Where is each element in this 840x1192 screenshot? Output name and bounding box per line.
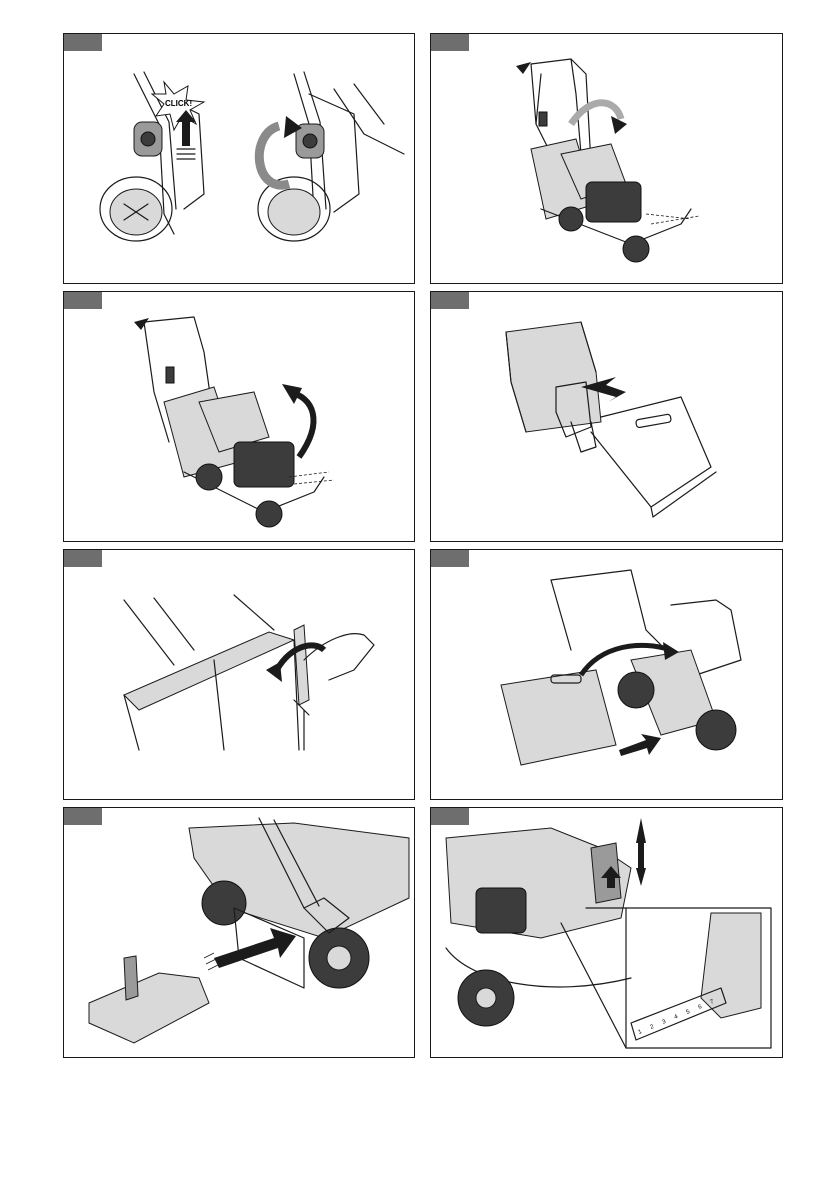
- step-panel-1: CLICK!: [63, 33, 415, 284]
- handle-lock-illustration: CLICK!: [64, 34, 415, 284]
- click-label: CLICK!: [165, 99, 192, 108]
- grass-bag-frame-illustration: [431, 292, 783, 542]
- attach-bag-illustration: [431, 550, 783, 800]
- push-arrow-icon: [619, 734, 661, 756]
- mulch-insert-illustration: [64, 808, 415, 1058]
- step-panel-3: [63, 291, 415, 542]
- insert-arrow-icon: [214, 928, 296, 968]
- scale-mark-4: 4: [674, 1014, 680, 1021]
- handle-raise-illustration: [64, 292, 415, 542]
- curve-arrow-icon: [516, 62, 531, 74]
- scale-mark-2: 2: [650, 1024, 656, 1031]
- step-panel-7: [63, 807, 415, 1058]
- step-panel-8: 1 2 3 4 5 6 7: [430, 807, 783, 1058]
- step-panel-4: [430, 291, 783, 542]
- handle-unfold-illustration: [431, 34, 783, 284]
- scale-mark-5: 5: [686, 1009, 692, 1016]
- height-adjust-illustration: 1 2 3 4 5 6 7: [431, 808, 783, 1058]
- step-panel-5: [63, 549, 415, 800]
- step-panel-2: [430, 33, 783, 284]
- height-scale: 1 2 3 4 5 6 7: [638, 999, 716, 1036]
- bag-clip-illustration: [64, 550, 415, 800]
- step-panel-6: [430, 549, 783, 800]
- up-down-arrow-icon: [636, 818, 646, 886]
- scale-mark-1: 1: [638, 1029, 644, 1036]
- scale-mark-6: 6: [698, 1004, 704, 1011]
- scale-mark-3: 3: [662, 1019, 668, 1026]
